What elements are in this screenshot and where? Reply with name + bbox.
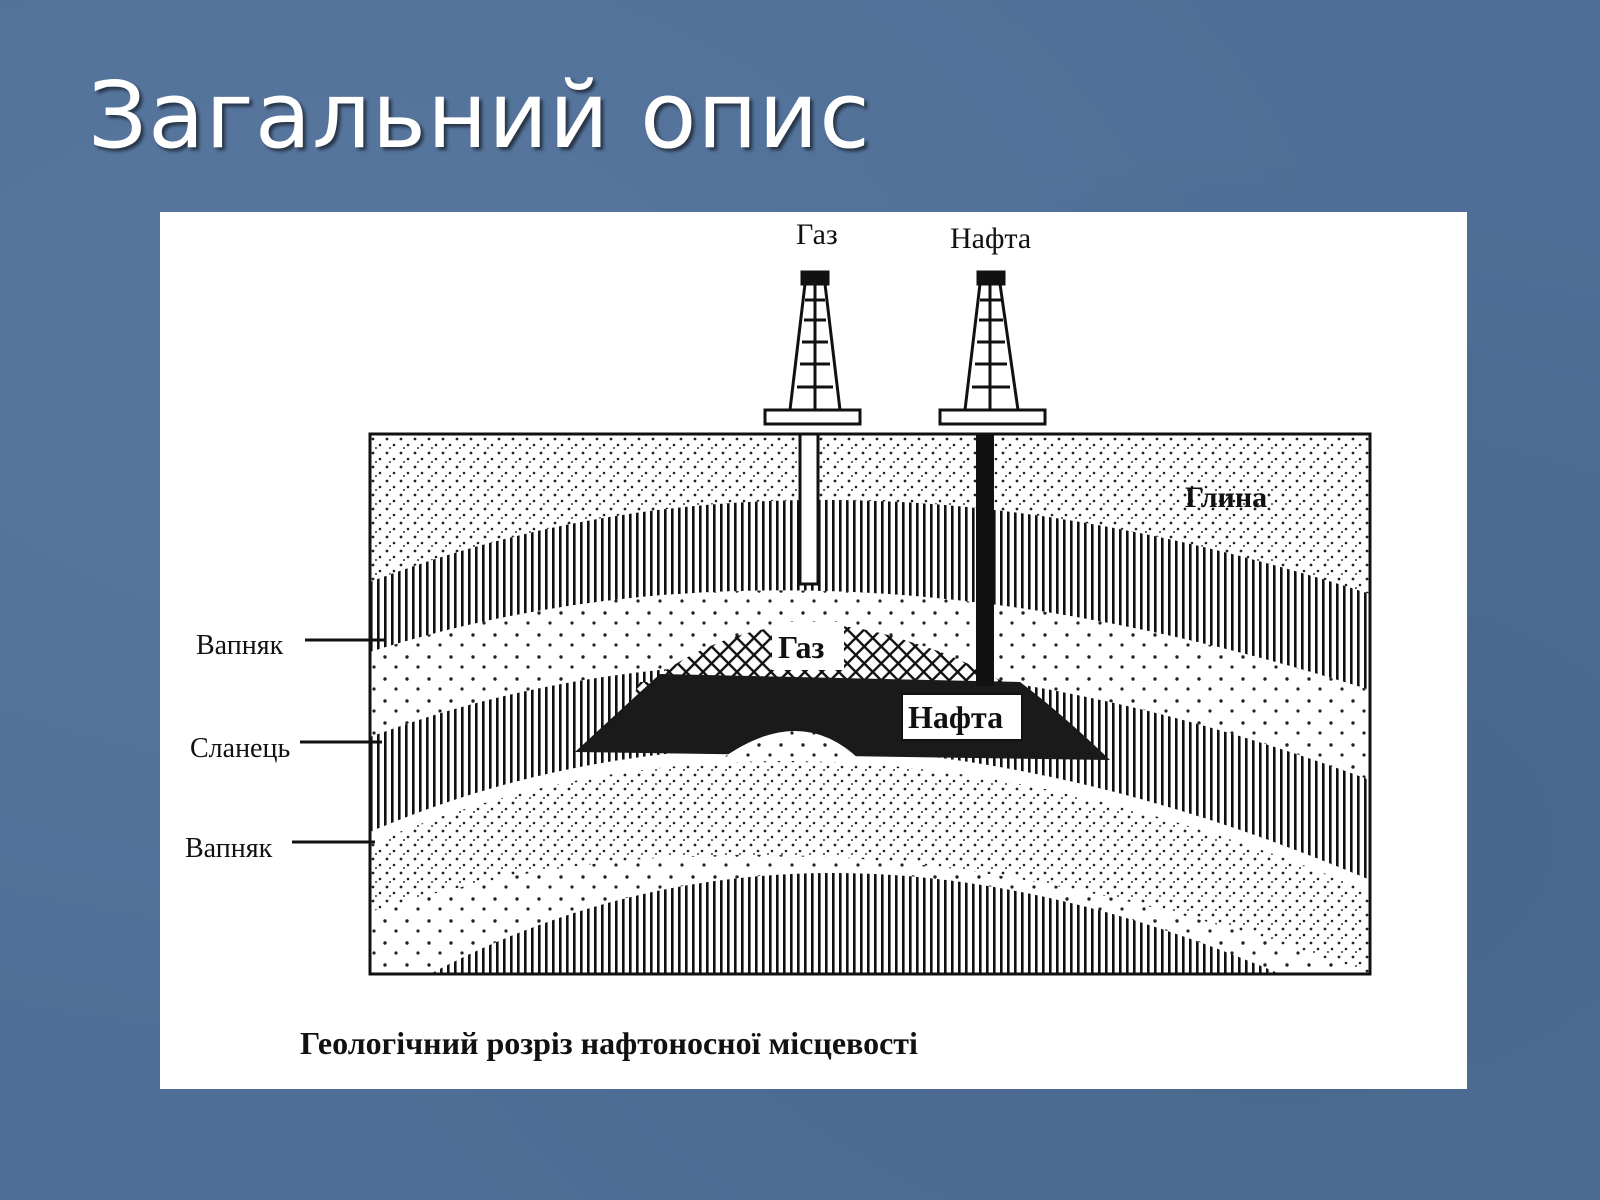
gas-reservoir-label: Газ xyxy=(778,629,825,665)
oil-rig-label: Нафта xyxy=(950,222,1031,255)
oil-well-pipe xyxy=(976,434,994,686)
slide-title: Загальний опис xyxy=(88,62,871,169)
diagram-caption: Геологічний розріз нафтоносної місцевост… xyxy=(300,1025,918,1061)
section-frame xyxy=(368,432,1372,976)
layer-shale-1 xyxy=(370,590,1370,780)
gas-rig-label: Газ xyxy=(796,218,838,251)
limestone-bottom-label: Вапняк xyxy=(185,833,273,864)
clay-label: Глина xyxy=(1185,481,1267,514)
shale-label: Сланець xyxy=(190,733,290,764)
gas-derrick-icon xyxy=(763,270,862,426)
limestone-top-label: Вапняк xyxy=(196,630,284,661)
layer-limestone-bottom xyxy=(430,873,1280,974)
oil-derrick-icon xyxy=(938,270,1047,426)
oil-reservoir-label: Нафта xyxy=(908,699,1003,735)
layer-shale-2 xyxy=(370,761,1370,974)
gas-well-pipe xyxy=(798,434,820,586)
geological-diagram: Газ Нафта Глина Газ Нафта Вапняк Сланець… xyxy=(160,212,1467,1089)
layer-limestone-1 xyxy=(370,499,1370,690)
